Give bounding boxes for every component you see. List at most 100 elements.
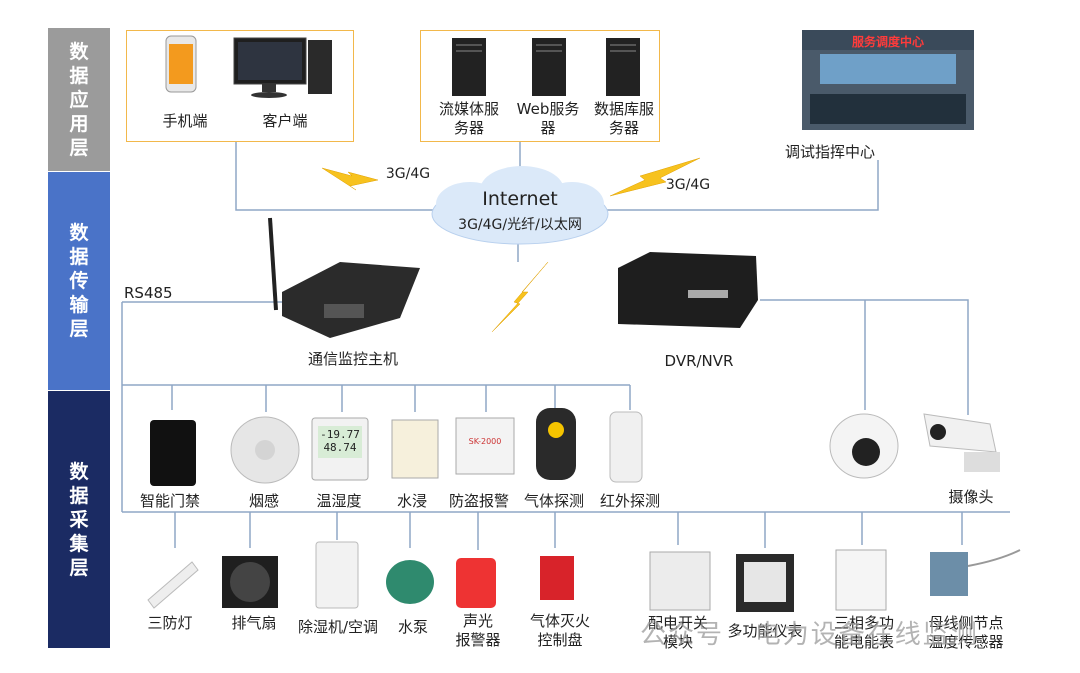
- equipment-label: 三相多功 能电能表: [826, 614, 902, 652]
- link-label-right: 3G/4G: [665, 177, 711, 193]
- connection-lines: [121, 142, 1010, 550]
- desktop-icon: [233, 37, 332, 98]
- dvr-device: [618, 252, 758, 328]
- layer-char: 采: [69, 508, 89, 531]
- lightning-group: [321, 157, 701, 333]
- water-leak-device: [391, 419, 439, 479]
- lightning-icon: [609, 157, 701, 197]
- tri-proof-light-device: [147, 561, 199, 609]
- layer-acquisition: 数 据 采 集 层: [48, 391, 110, 648]
- equipment-label: 三防灯: [147, 614, 193, 632]
- dome-camera-device: [829, 413, 899, 479]
- layer-char: 用: [69, 112, 89, 135]
- client-group-box: [126, 30, 354, 142]
- label-line: 报警器: [455, 631, 501, 649]
- equipment-drops: [174, 512, 963, 550]
- label-line: 务器: [453, 119, 484, 137]
- equipment-label: 除湿机/空调: [297, 618, 379, 636]
- rs485-label: RS485: [124, 284, 173, 302]
- label-line: 器: [540, 119, 556, 137]
- gas-detector-device: [536, 408, 576, 480]
- layer-char: 输: [69, 294, 89, 316]
- multifunction-meter-device: [736, 554, 794, 612]
- dvr-label: DVR/NVR: [664, 352, 734, 370]
- layer-char: 据: [69, 246, 89, 268]
- label-line: 数据库服: [593, 100, 654, 118]
- sensor-label: 智能门禁: [139, 492, 200, 510]
- client-label: 客户端: [262, 112, 308, 130]
- access-control-device: [150, 420, 196, 486]
- sensor-label: 红外探测: [599, 492, 660, 510]
- exhaust-fan-device: [222, 556, 278, 608]
- dehumidifier-device: [315, 541, 359, 609]
- equipment-label: 水泵: [397, 618, 428, 636]
- dvr-camera-line: [760, 299, 969, 415]
- water-pump-device: [386, 560, 434, 604]
- layer-char: 数: [69, 40, 89, 63]
- internet-cloud: [431, 166, 609, 245]
- display-line: 48.74: [323, 441, 357, 454]
- layer-transmission: 数 据 传 输 层: [48, 172, 110, 390]
- command-link-line: [600, 160, 879, 211]
- camera-label: 摄像头: [948, 488, 994, 506]
- alarm-panel-device: [455, 417, 515, 475]
- label-line: 流媒体服: [438, 100, 499, 118]
- sensor-label: 气体探测: [523, 492, 584, 510]
- link-label-left: 3G/4G: [385, 166, 431, 182]
- lightning-icon: [321, 167, 379, 191]
- sensor-label: 温湿度: [316, 492, 362, 510]
- watermark: 公众号 · 电力设备在线监测: [640, 620, 979, 650]
- equipment-label: 配电开关 模块: [638, 614, 718, 652]
- temp-humidity-device: [311, 417, 369, 481]
- screen-title: 服务调度中心: [851, 35, 924, 49]
- siren-device: [456, 558, 496, 608]
- web-server-label: Web服务 器: [510, 100, 586, 138]
- layer-char: 层: [69, 556, 89, 579]
- label-line: 气体灭火: [529, 612, 590, 630]
- energy-meter-device: [835, 549, 887, 611]
- label-line: 模块: [662, 633, 693, 651]
- switch-module-device: [649, 551, 711, 611]
- fire-panel-device: [540, 556, 574, 600]
- command-center-label: 调试指挥中心: [784, 143, 875, 161]
- equipment-label: 气体灭火 控制盘: [520, 612, 600, 650]
- label-line: 母线侧节点: [928, 614, 1004, 632]
- bus-temp-sensor-device: [930, 549, 1021, 596]
- bullet-camera-device: [923, 413, 1000, 472]
- layer-application: 数 据 应 用 层: [48, 28, 110, 171]
- layer-char: 集: [69, 532, 89, 555]
- label-line: 能电能表: [833, 633, 894, 651]
- smoke-detector-device: [230, 416, 300, 484]
- label-line: 务器: [608, 119, 639, 137]
- label-line: 温度传感器: [928, 633, 1004, 651]
- server-group-box: [420, 30, 660, 142]
- client-link-line: [235, 142, 440, 211]
- label-line: 声光: [462, 612, 493, 630]
- phone-icon: [165, 35, 197, 93]
- alarm-brand: SK-2000: [468, 437, 502, 446]
- lightning-icon: [491, 261, 549, 333]
- sensor-label: 烟感: [248, 492, 279, 510]
- control-room-image: [802, 30, 974, 130]
- equipment-label: 排气扇: [231, 614, 277, 632]
- comm-host-label: 通信监控主机: [307, 350, 398, 368]
- internet-title: Internet: [482, 188, 558, 210]
- infrared-detector-device: [609, 411, 643, 483]
- layer-char: 应: [69, 88, 89, 111]
- label-line: 控制盘: [537, 631, 583, 649]
- equipment-label: 母线侧节点 温度传感器: [916, 614, 1016, 652]
- internet-subtitle: 3G/4G/光纤/以太网: [458, 217, 582, 233]
- sensor-drops: [171, 385, 631, 412]
- layer-char: 据: [69, 484, 89, 507]
- humidity-display: -19.77 48.74: [318, 428, 362, 454]
- label-line: Web服务: [516, 100, 580, 118]
- layer-char: 据: [69, 64, 89, 87]
- layer-char: 数: [69, 222, 89, 244]
- comm-host-device: [268, 217, 420, 338]
- sensor-label: 水浸: [396, 492, 427, 510]
- layer-char: 数: [69, 460, 89, 483]
- sensor-label: 防盗报警: [448, 492, 509, 510]
- db-server-label: 数据库服 务器: [586, 100, 662, 138]
- equipment-label: 多功能仪表: [727, 622, 803, 640]
